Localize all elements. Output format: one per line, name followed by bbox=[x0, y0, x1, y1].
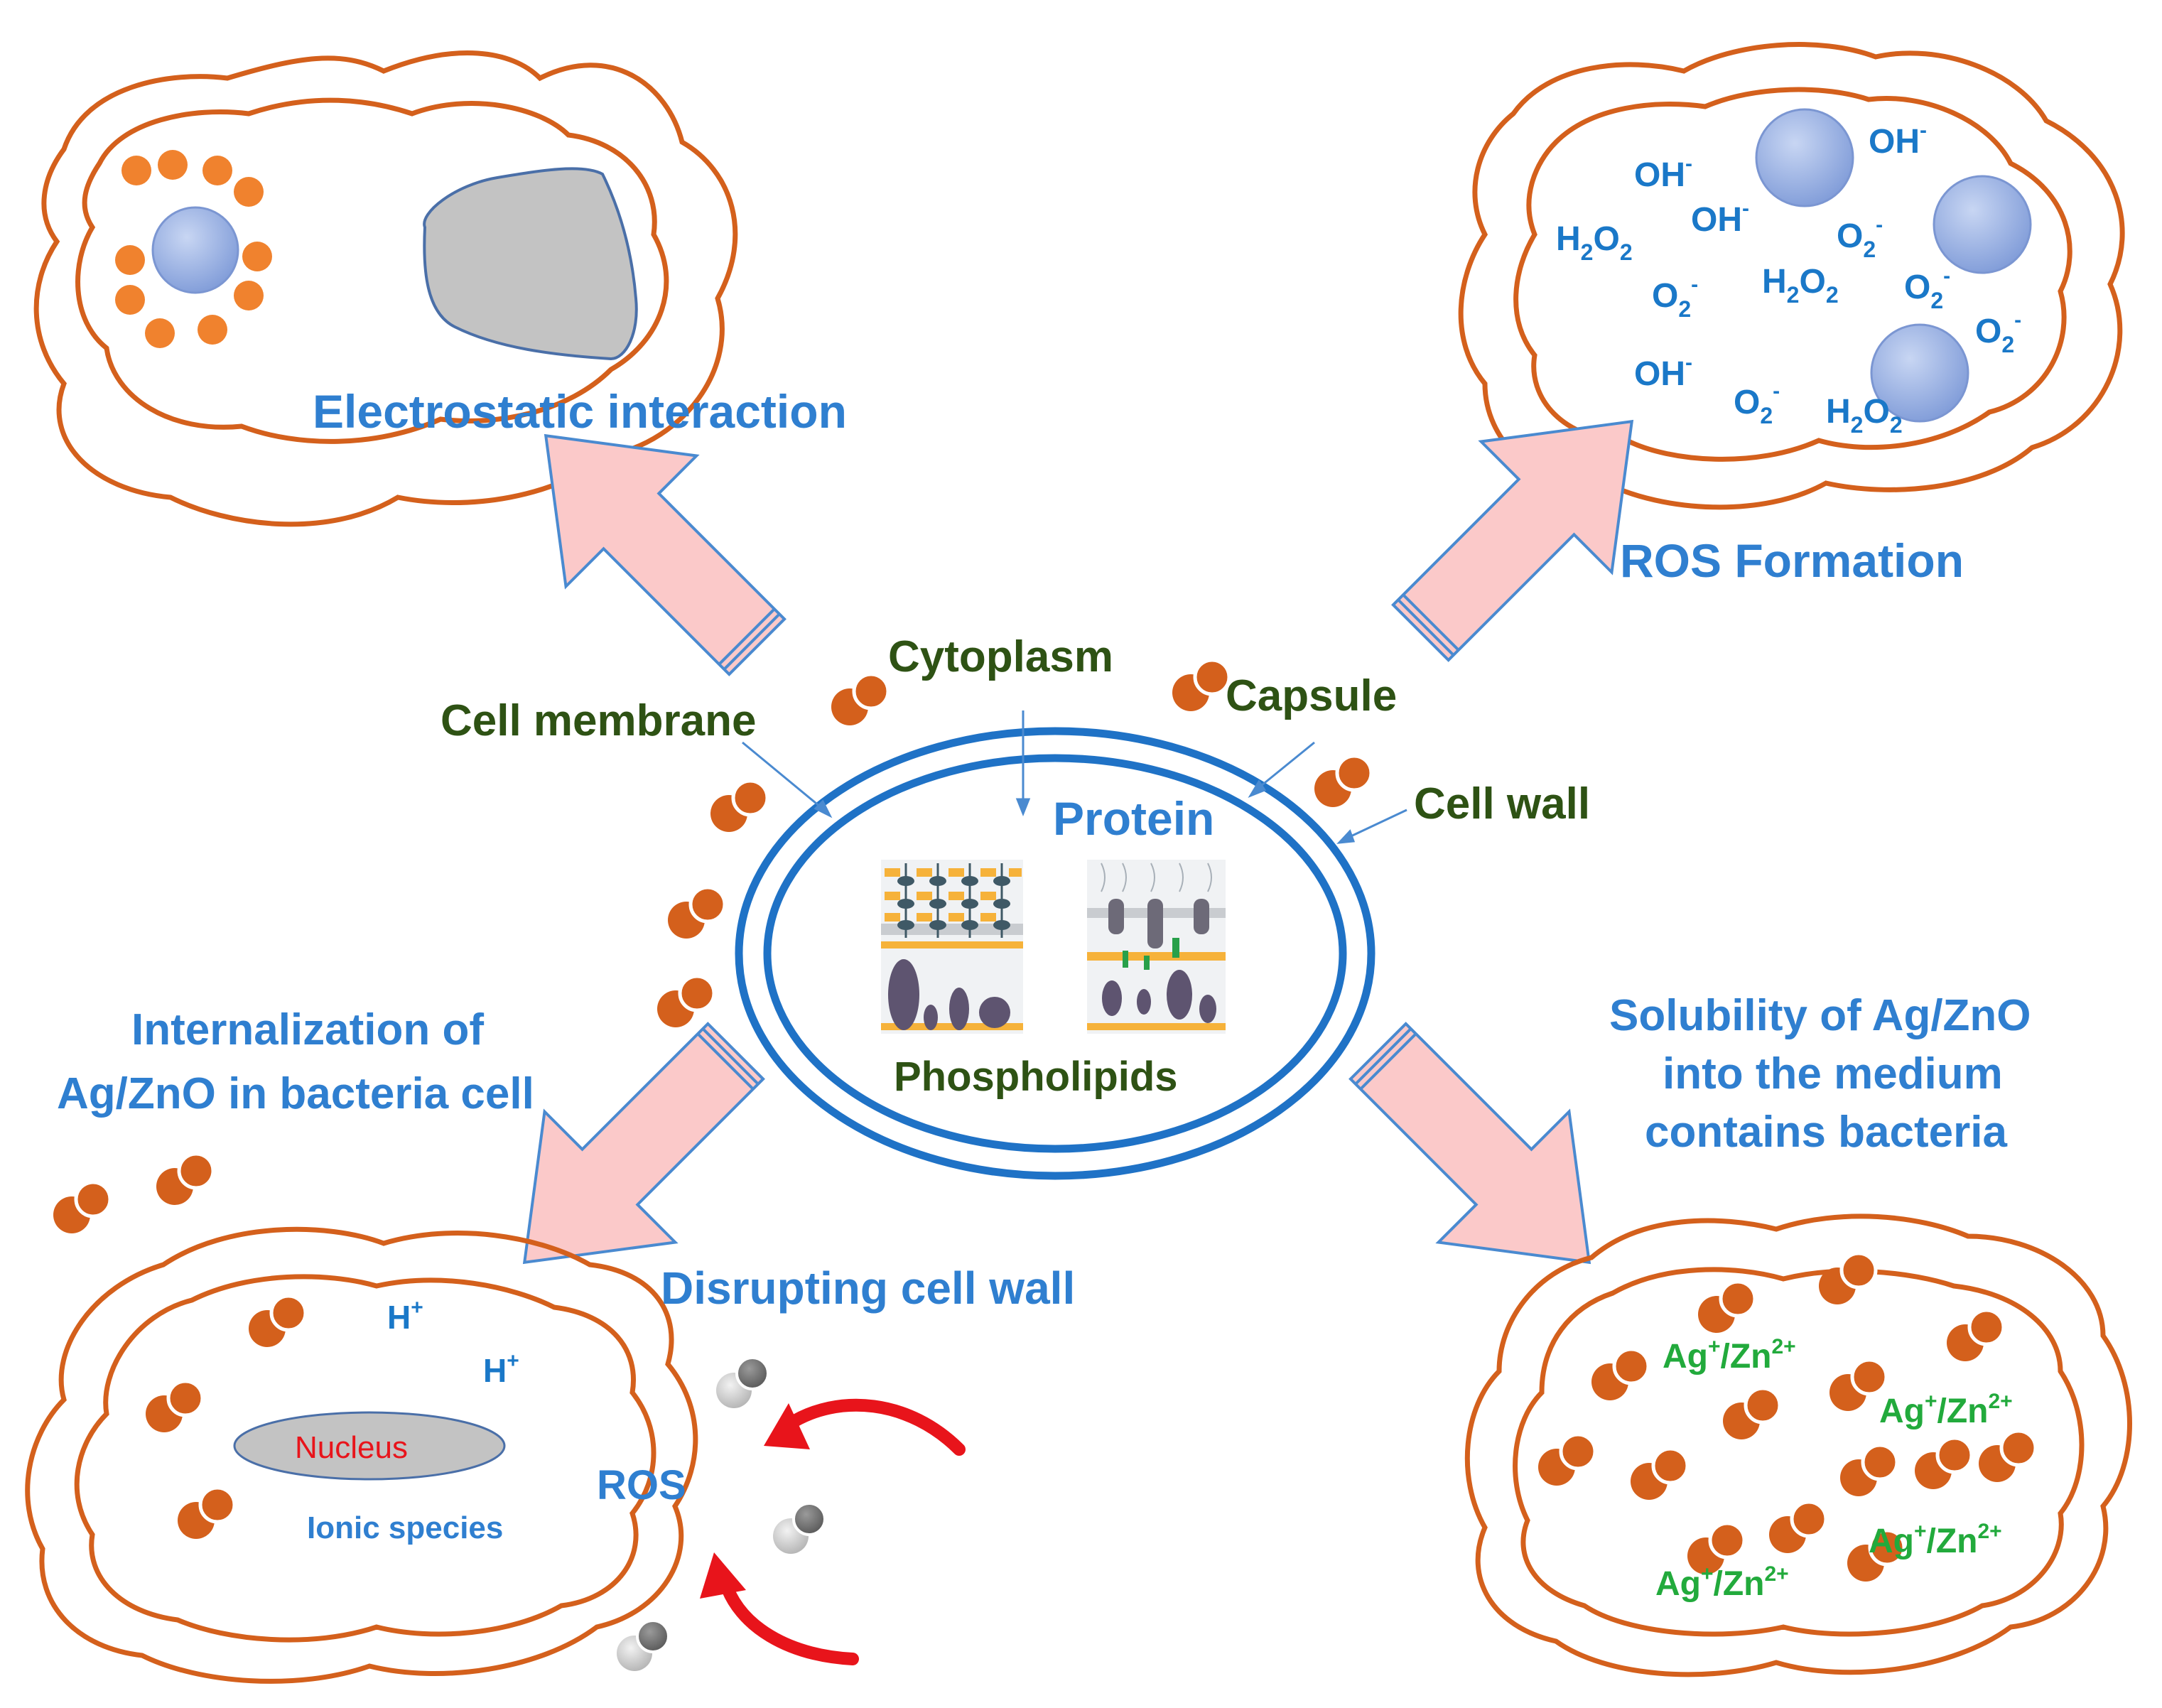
ion-o2-minus: O2- bbox=[1734, 379, 1780, 428]
ion-oh: OH- bbox=[1634, 351, 1692, 393]
membrane-illustration-right bbox=[1087, 860, 1226, 1034]
ag-zno-particle bbox=[1840, 1445, 1897, 1496]
ag-zno-particle bbox=[1591, 1349, 1648, 1400]
ros-formation-label: ROS Formation bbox=[1620, 534, 1964, 587]
ag-zno-particle bbox=[1698, 1282, 1755, 1333]
red-arrow-upper bbox=[764, 1398, 966, 1456]
ag-zno-particle bbox=[1723, 1388, 1780, 1439]
ag-zno-particle bbox=[146, 1381, 202, 1432]
protein-label: Protein bbox=[1053, 792, 1214, 845]
ag-zno-particle bbox=[710, 781, 767, 832]
grey-particle bbox=[615, 1619, 670, 1672]
coated-nanoparticle bbox=[115, 150, 272, 348]
bacterium-outer-ring bbox=[735, 727, 1375, 1180]
cell-wall-label: Cell wall bbox=[1414, 779, 1590, 828]
ion-oh: OH- bbox=[1691, 197, 1749, 239]
nucleus bbox=[233, 1411, 506, 1481]
ag-zno-particle bbox=[831, 674, 888, 725]
ag-zn-ion-label: Ag+/Zn2+ bbox=[1663, 1335, 1796, 1375]
cell-inner-membrane bbox=[75, 97, 669, 444]
ag-zno-particle bbox=[668, 887, 725, 939]
ag-zno-particle bbox=[1314, 756, 1371, 807]
cell-outer-wall bbox=[1464, 1214, 2132, 1677]
membrane-illustration-left bbox=[881, 860, 1023, 1034]
ion-o2-minus: O2- bbox=[1904, 264, 1950, 313]
ag-zn-ion-label: Ag+/Zn2+ bbox=[1655, 1562, 1789, 1603]
cell-inner-membrane bbox=[1513, 1267, 2085, 1637]
ros-label: ROS bbox=[597, 1462, 686, 1508]
top-right-cell: OH- OH- OH- OH- H2O2 H2O2 H2O2 O2- O2- O… bbox=[1458, 42, 2125, 587]
ion-oh: OH- bbox=[1869, 119, 1927, 161]
cell-membrane-label: Cell membrane bbox=[440, 696, 757, 745]
ion-h2o2: H2O2 bbox=[1762, 263, 1839, 308]
ag-zno-particle bbox=[178, 1488, 234, 1539]
ag-zno-particle bbox=[1915, 1438, 1972, 1489]
disrupting-cell-wall-label: Disrupting cell wall bbox=[661, 1263, 1075, 1314]
center-bacterium: Cytoplasm Capsule Cell membrane Cell wal… bbox=[440, 632, 1590, 1180]
nanoparticle bbox=[1933, 175, 2032, 274]
gray-organelle bbox=[423, 167, 638, 361]
nucleus-label: Nucleus bbox=[295, 1430, 408, 1465]
top-left-cell: Electrostatic interaction bbox=[33, 50, 847, 527]
cell-inner-membrane bbox=[74, 1274, 656, 1643]
ag-zno-particle bbox=[249, 1296, 306, 1347]
nanoparticle bbox=[1870, 323, 1969, 423]
ionic-species-label: Ionic species bbox=[307, 1510, 503, 1545]
ag-zn-ion-label: Ag+/Zn2+ bbox=[1879, 1390, 2013, 1430]
ag-zno-particle bbox=[1947, 1310, 2004, 1361]
cytoplasm-label: Cytoplasm bbox=[888, 632, 1113, 681]
cell-inner-membrane bbox=[1513, 87, 2072, 462]
internalization-title-line2: Ag/ZnO in bacteria cell bbox=[57, 1069, 534, 1118]
ion-o2-minus: O2- bbox=[1652, 273, 1698, 322]
arrow-to-bottom-left bbox=[522, 1022, 765, 1265]
h-plus-ion: H+ bbox=[483, 1349, 519, 1389]
h-plus-ion: H+ bbox=[387, 1296, 423, 1336]
red-arrow-lower bbox=[700, 1552, 859, 1665]
ion-h2o2: H2O2 bbox=[1556, 220, 1633, 265]
ag-zn-ion-label: Ag+/Zn2+ bbox=[1869, 1520, 2002, 1560]
bottom-left-cell: Internalization of Ag/ZnO in bacteria ce… bbox=[25, 1005, 1075, 1684]
ag-zno-particle bbox=[657, 976, 714, 1027]
cell-outer-wall bbox=[33, 50, 738, 527]
arrow-to-bottom-right bbox=[1348, 1022, 1591, 1265]
solubility-title-line1: Solubility of Ag/ZnO bbox=[1609, 991, 2031, 1040]
bacterium-inner-ring bbox=[763, 754, 1347, 1153]
nanoparticle bbox=[1755, 108, 1854, 207]
ion-o2-minus: O2- bbox=[1837, 213, 1883, 262]
phospholipids-label: Phospholipids bbox=[894, 1054, 1178, 1100]
ag-zno-particle bbox=[1172, 660, 1229, 711]
ion-h2o2: H2O2 bbox=[1826, 393, 1903, 438]
cell-outer-wall bbox=[1458, 42, 2125, 510]
arrow-to-top-left bbox=[544, 433, 787, 676]
ag-zno-particle bbox=[1538, 1434, 1595, 1486]
grey-particle bbox=[715, 1356, 769, 1410]
ag-zno-particle bbox=[1979, 1431, 2036, 1482]
internalization-title-line1: Internalization of bbox=[131, 1005, 484, 1054]
ag-zno-particle bbox=[1631, 1449, 1687, 1500]
grey-particle bbox=[772, 1502, 826, 1555]
solubility-title-line2: into the medium bbox=[1663, 1049, 2003, 1098]
electrostatic-label: Electrostatic interaction bbox=[313, 385, 847, 438]
cell-outer-wall bbox=[25, 1226, 698, 1684]
capsule-label: Capsule bbox=[1226, 671, 1397, 720]
ag-zno-particle bbox=[1769, 1502, 1826, 1553]
label-pointers bbox=[742, 710, 1407, 844]
ag-zno-particle bbox=[1829, 1360, 1886, 1411]
ag-zno-particle bbox=[1819, 1253, 1876, 1304]
ag-zno-particle bbox=[53, 1182, 110, 1233]
ion-o2-minus: O2- bbox=[1975, 308, 2021, 357]
bottom-right-cell: Solubility of Ag/ZnO into the medium con… bbox=[1464, 991, 2132, 1677]
solubility-title-line3: contains bacteria bbox=[1645, 1108, 2007, 1157]
ion-oh: OH- bbox=[1634, 152, 1692, 194]
arrow-to-top-right bbox=[1391, 419, 1634, 662]
ag-zno-particle bbox=[156, 1154, 213, 1205]
